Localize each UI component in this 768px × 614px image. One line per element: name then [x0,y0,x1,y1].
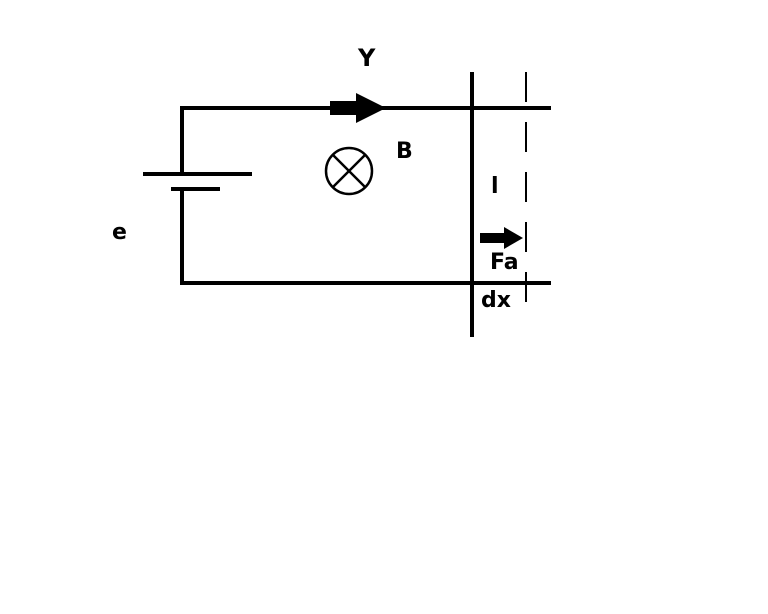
force-label: Fa [490,250,519,275]
current-arrow-icon [330,93,386,123]
emf-label: e [112,220,127,245]
rod-length-label: l [491,174,499,199]
displacement-label: dx [481,288,511,313]
force-arrow-icon [480,227,523,249]
field-label: B [396,139,413,164]
current-label: Y [357,44,376,72]
battery-icon [143,172,252,191]
into-page-field-icon [324,146,374,196]
